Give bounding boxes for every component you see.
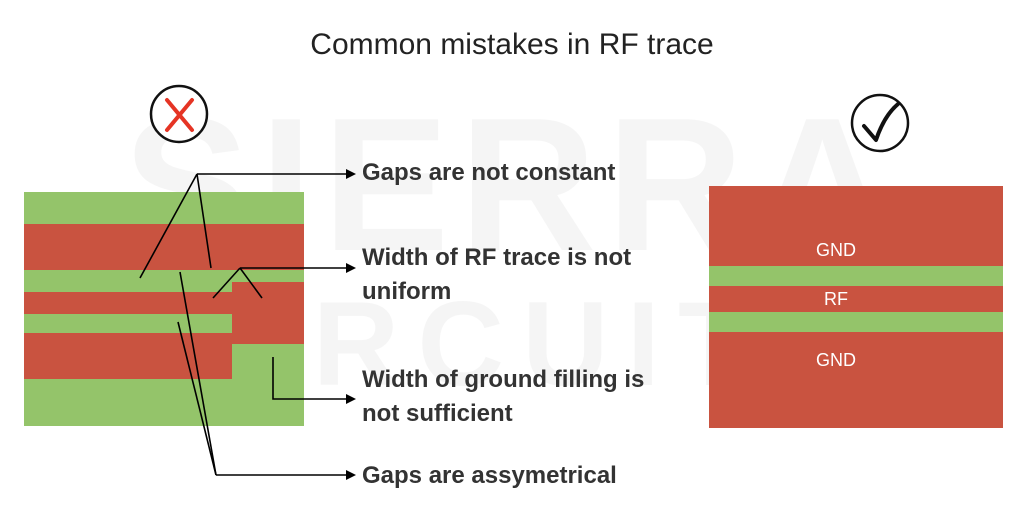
bad-ground-top xyxy=(24,224,304,270)
bad-rf-trace xyxy=(24,282,304,344)
good-board xyxy=(709,186,1003,428)
good-gnd-top-label: GND xyxy=(816,240,856,260)
good-gap-bottom xyxy=(709,312,1003,332)
callout-ground-line2: not sufficient xyxy=(362,400,513,427)
callout-gaps-not-constant-text: Gaps are not constant xyxy=(362,159,616,186)
bad-ground-notch xyxy=(168,262,212,270)
arrow-ground-filling xyxy=(272,357,356,404)
callout-width-rf: Width of RF trace is not uniform xyxy=(362,241,631,309)
callout-width-rf-line1: Width of RF trace is not xyxy=(362,244,632,271)
callout-gaps-asym-text: Gaps are assymetrical xyxy=(362,462,617,489)
page-title: Common mistakes in RF trace xyxy=(310,28,714,61)
callout-gaps-asym: Gaps are assymetrical xyxy=(362,459,617,493)
good-rf-label: RF xyxy=(824,289,848,309)
callout-leaders xyxy=(139,169,356,480)
good-gnd-bottom-label: GND xyxy=(816,350,856,370)
bad-ground-bottom xyxy=(24,333,232,379)
callout-ground-filling: Width of ground filling is not sufficien… xyxy=(362,363,644,431)
callout-width-rf-line2: uniform xyxy=(362,278,452,305)
cross-circle-icon xyxy=(149,84,209,144)
callout-gaps-not-constant: Gaps are not constant xyxy=(362,156,615,190)
good-gap-top xyxy=(709,266,1003,286)
check-circle-icon xyxy=(850,93,910,153)
bad-trace-layout xyxy=(24,192,304,426)
good-trace-layout: GND RF GND xyxy=(709,186,1003,428)
callout-ground-line1: Width of ground filling is xyxy=(362,366,645,393)
